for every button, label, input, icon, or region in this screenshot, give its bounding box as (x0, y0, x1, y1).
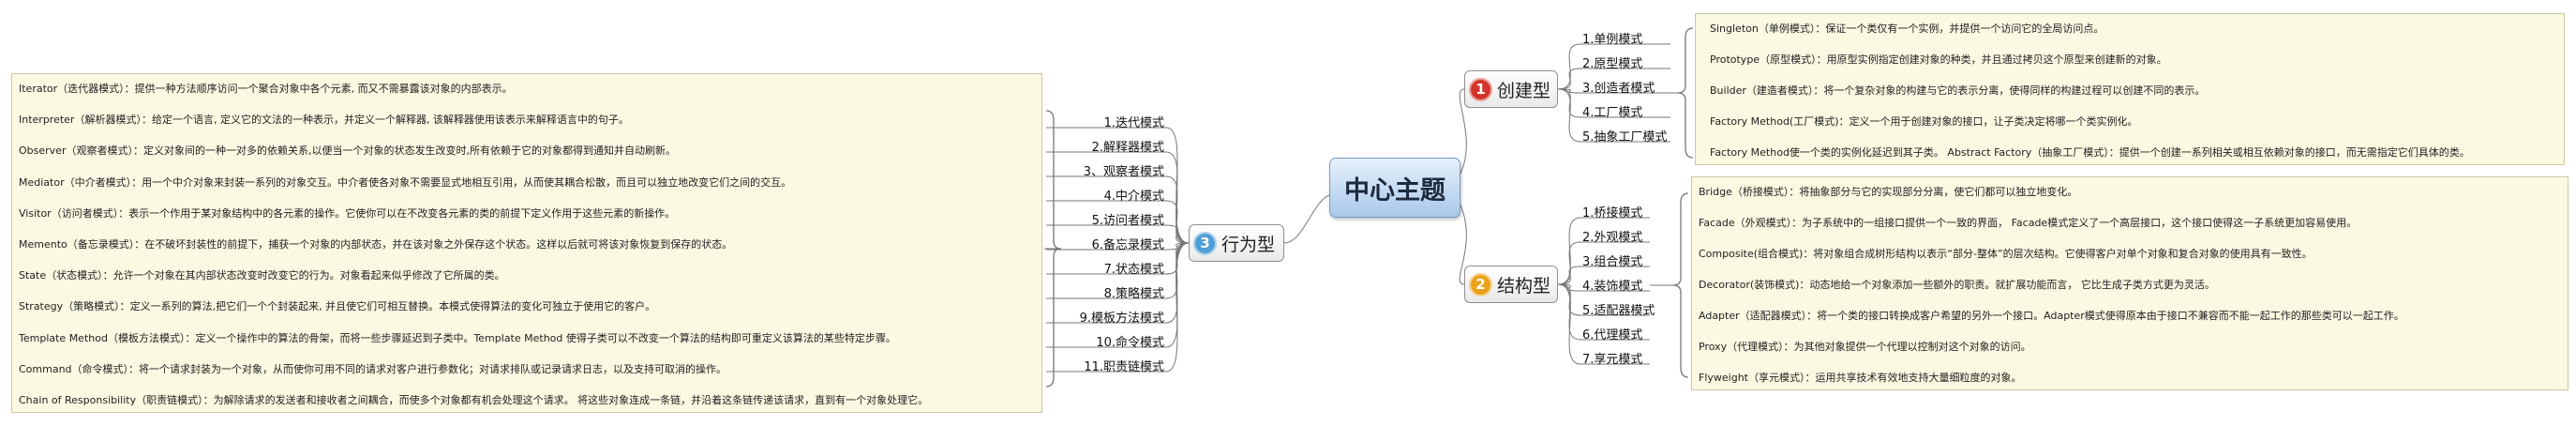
behavioral-item-3[interactable]: 3、观察者模式 (1083, 165, 1164, 179)
behavioral-description-6: Memento（备忘录模式）：在不破坏封装性的前提下，捕获一个对象的内部状态，并… (19, 238, 733, 251)
behavioral-description-8: Strategy（策略模式）：定义一系列的算法,把它们一个个封装起来, 并且使它… (19, 300, 656, 313)
creational-item-1[interactable]: 1.单例模式 (1582, 33, 1643, 47)
behavioral-description-4: Mediator（中介者模式）：用一个中介对象来封装一系列的对象交互。中介者使各… (19, 175, 792, 189)
structural-item-1[interactable]: 1.桥接模式 (1582, 206, 1643, 221)
branch-creational-label: 创建型 (1497, 80, 1551, 101)
behavioral-description-5: Visitor（访问者模式）：表示一个作用于某对象结构中的各元素的操作。它使你可… (19, 206, 676, 220)
structural-description-2: Facade（外观模式）：为子系统中的一组接口提供一个一致的界面， Facade… (1699, 217, 2358, 229)
structural-description-6: Proxy（代理模式）：为其他对象提供一个代理以控制对这个对象的访问。 (1699, 341, 2031, 353)
number-badge-1-icon: 1 (1469, 77, 1492, 101)
behavioral-description-9: Template Method（模板方法模式）：定义一个操作中的算法的骨架，而将… (19, 331, 896, 344)
behavioral-item-8[interactable]: 8.策略模式 (1103, 287, 1164, 301)
structural-item-6[interactable]: 6.代理模式 (1582, 328, 1643, 342)
behavioral-description-11: Chain of Responsibility（职责链模式）：为解除请求的发送者… (19, 394, 929, 406)
structural-item-5[interactable]: 5.适配器模式 (1582, 304, 1655, 318)
behavioral-description-2: Interpreter（解析器模式）：给定一个语言, 定义它的文法的一种表示，并… (19, 114, 629, 127)
behavioral-description-3: Observer（观察者模式）：定义对象间的一种一对多的依赖关系,以便当一个对象… (19, 145, 676, 158)
creational-description-4: Factory Method(工厂模式)：定义一个用于创建对象的接口，让子类决定… (1710, 115, 2138, 128)
creational-item-2[interactable]: 2.原型模式 (1582, 57, 1643, 71)
creational-description-1: Singleton（单例模式）：保证一个类仅有一个实例，并提供一个访问它的全局访… (1710, 23, 2104, 35)
structural-description-1: Bridge（桥接模式）：将抽象部分与它的实现部分分离，使它们都可以独立地变化。 (1699, 186, 2078, 198)
structural-description-7: Flyweight（享元模式）：运用共享技术有效地支持大量细粒度的对象。 (1699, 372, 2022, 384)
behavioral-notes-panel (11, 73, 1042, 413)
center-topic[interactable]: 中心主题 (1329, 158, 1460, 218)
behavioral-description-1: Iterator（迭代器模式）：提供一种方法顺序访问一个聚合对象中各个元素, 而… (19, 83, 513, 95)
behavioral-description-7: State（状态模式）：允许一个对象在其内部状态改变时改变它的行为。对象看起来似… (19, 269, 505, 282)
structural-item-2[interactable]: 2.外观模式 (1582, 231, 1643, 245)
structural-item-7[interactable]: 7.享元模式 (1582, 353, 1643, 367)
behavioral-item-6[interactable]: 6.备忘录模式 (1091, 238, 1164, 252)
behavioral-item-10[interactable]: 10.命令模式 (1096, 336, 1164, 350)
creational-item-5[interactable]: 5.抽象工厂模式 (1582, 130, 1668, 145)
number-badge-3-icon: 3 (1193, 231, 1217, 255)
branch-structural-label: 结构型 (1497, 275, 1551, 297)
creational-notes-panel (1695, 13, 2565, 165)
structural-notes-panel (1691, 176, 2569, 390)
behavioral-item-1[interactable]: 1.迭代模式 (1103, 116, 1164, 130)
behavioral-item-2[interactable]: 2.解释器模式 (1091, 141, 1164, 155)
structural-item-3[interactable]: 3.组合模式 (1582, 255, 1643, 269)
branch-behavioral-label: 行为型 (1221, 234, 1276, 255)
behavioral-item-9[interactable]: 9.模板方法模式 (1079, 312, 1164, 326)
structural-item-4[interactable]: 4.装饰模式 (1582, 280, 1643, 294)
creational-description-3: Builder（建造者模式）：将一个复杂对象的构建与它的表示分离，使得同样的构建… (1710, 84, 2206, 97)
creational-item-4[interactable]: 4.工厂模式 (1582, 106, 1643, 120)
branch-structural[interactable]: 2 结构型 (1464, 266, 1558, 303)
behavioral-item-4[interactable]: 4.中介模式 (1103, 190, 1164, 204)
branch-creational[interactable]: 1 创建型 (1464, 70, 1558, 108)
structural-description-4: Decorator(装饰模式)：动态地给一个对象添加一些额外的职责。就扩展功能而… (1699, 279, 2215, 291)
behavioral-description-10: Command（命令模式）：将一个请求封装为一个对象，从而使你可用不同的请求对客… (19, 362, 727, 375)
creational-description-5: Factory Method使一个类的实例化延迟到其子类。 Abstract F… (1710, 146, 2470, 159)
branch-behavioral[interactable]: 3 行为型 (1189, 224, 1284, 262)
behavioral-item-5[interactable]: 5.访问者模式 (1091, 214, 1164, 228)
creational-description-2: Prototype（原型模式）：用原型实例指定创建对象的种类，并且通过拷贝这个原… (1710, 53, 2167, 66)
number-badge-2-icon: 2 (1469, 272, 1492, 297)
behavioral-item-7[interactable]: 7.状态模式 (1103, 263, 1164, 277)
structural-description-3: Composite(组合模式)：将对象组合成树形结构以表示“部分-整体”的层次结… (1699, 248, 2313, 260)
creational-item-3[interactable]: 3.创造者模式 (1582, 82, 1655, 96)
structural-description-5: Adapter（适配器模式）：将一个类的接口转换成客户希望的另外一个接口。Ada… (1699, 310, 2404, 322)
behavioral-item-11[interactable]: 11.职责链模式 (1084, 360, 1164, 374)
